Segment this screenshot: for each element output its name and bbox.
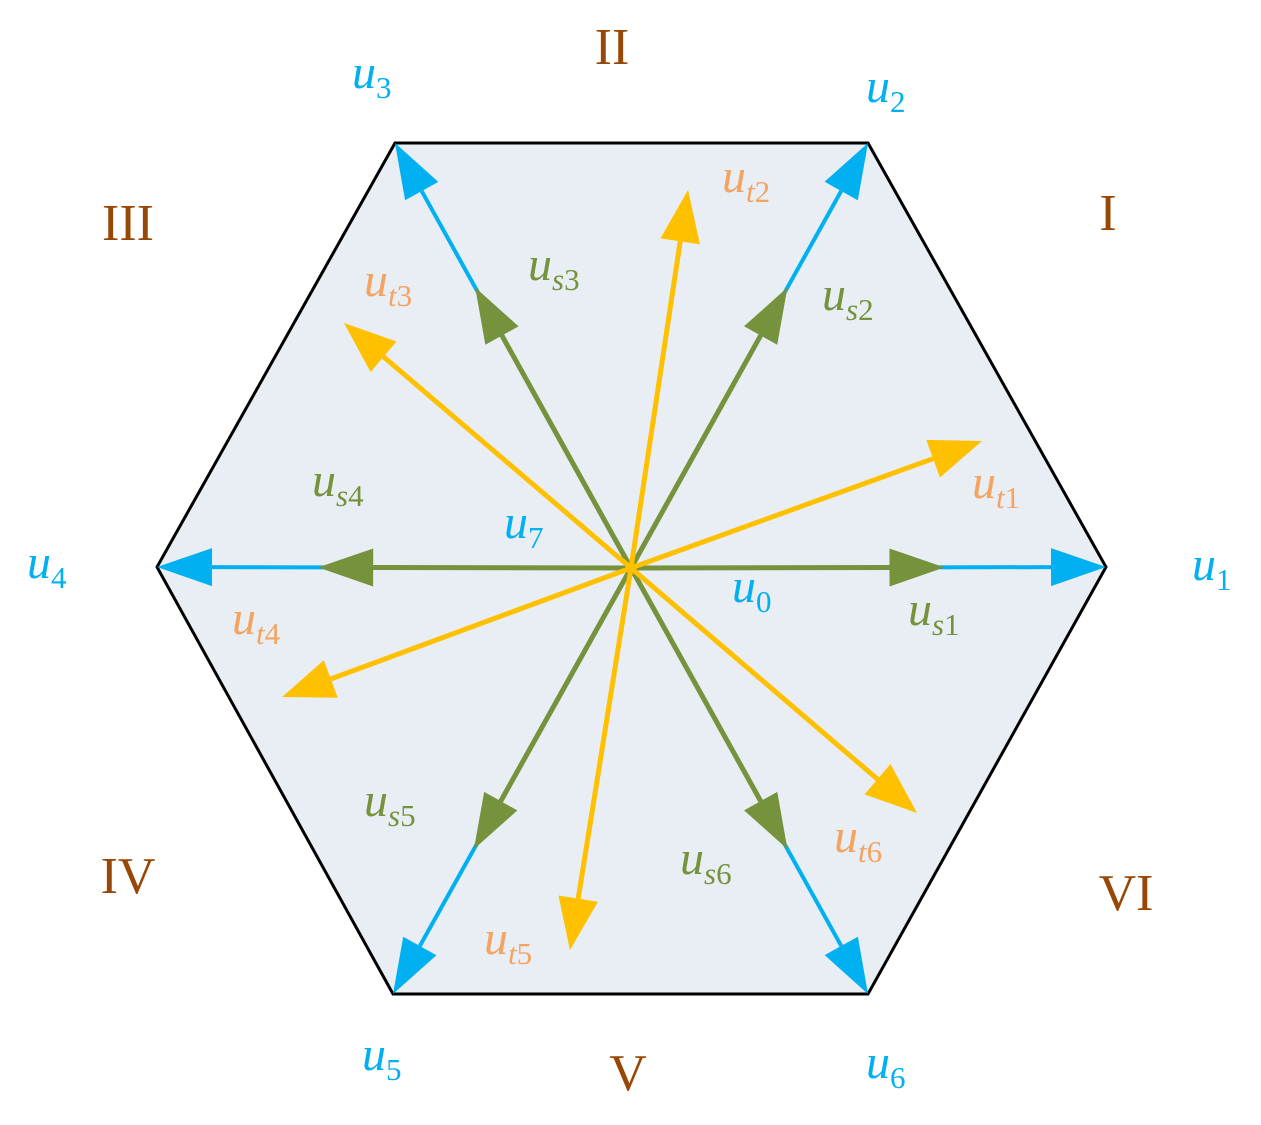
label-u7: u7 xyxy=(504,496,544,555)
label-ut5: ut5 xyxy=(484,912,532,971)
synth-vector-us2 xyxy=(628,287,788,570)
target-vector-ut1-shaft xyxy=(630,456,934,571)
target-vector-ut6-shaft xyxy=(629,566,880,782)
label-u5: u5 xyxy=(362,1028,402,1087)
basic-vector-u2-head xyxy=(824,143,868,201)
synth-vector-us4 xyxy=(318,548,632,587)
sector-label-6: VI xyxy=(1099,865,1154,922)
label-ut2: ut2 xyxy=(722,150,770,209)
target-vector-ut2-shaft xyxy=(628,241,683,569)
basic-vector-u4-head xyxy=(157,548,213,587)
basic-vector-u6-head xyxy=(824,936,868,994)
target-vector-ut3-shaft xyxy=(381,354,633,570)
label-u4: u4 xyxy=(27,536,67,595)
target-vector-ut2 xyxy=(628,190,701,569)
target-vector-ut3 xyxy=(344,323,633,570)
target-vectors-group xyxy=(282,190,982,950)
label-us1: us1 xyxy=(908,583,960,642)
synth-vector-us2-head xyxy=(744,287,788,345)
synth-vector-us1-shaft xyxy=(630,564,890,571)
synth-vector-us2-shaft xyxy=(628,334,763,570)
synth-vector-us5 xyxy=(473,566,634,850)
sector-label-3: III xyxy=(102,195,154,252)
synth-vector-us5-shaft xyxy=(498,566,634,803)
target-vector-ut5-head xyxy=(558,895,598,950)
target-vector-ut3-head xyxy=(344,323,397,372)
synth-vector-us6 xyxy=(628,566,788,850)
label-us4: us4 xyxy=(312,454,364,513)
label-ut4: ut4 xyxy=(232,592,281,651)
label-us2: us2 xyxy=(822,268,874,327)
label-u3: u3 xyxy=(352,46,392,105)
synth-vector-us4-head xyxy=(318,548,374,587)
target-vector-ut1-head xyxy=(926,439,982,478)
label-ut1: ut1 xyxy=(972,456,1020,515)
target-vector-ut4 xyxy=(282,565,632,698)
sector-label-1: I xyxy=(1099,185,1116,242)
label-us3: us3 xyxy=(528,238,580,297)
target-vector-ut5 xyxy=(558,567,634,950)
basic-vector-u1-head xyxy=(1050,548,1106,587)
target-vector-ut2-head xyxy=(660,190,701,245)
synth-vector-us3 xyxy=(475,287,634,570)
label-us6: us6 xyxy=(680,832,732,891)
synth-vector-us1-head xyxy=(889,548,945,587)
synth-vector-us1 xyxy=(630,548,945,587)
label-ut6: ut6 xyxy=(834,810,882,869)
label-ut3: ut3 xyxy=(364,254,412,313)
sector-label-5: V xyxy=(609,1045,647,1102)
label-u0: u0 xyxy=(732,560,772,619)
target-vector-ut5-shaft xyxy=(575,567,634,900)
synth-vector-us6-shaft xyxy=(628,566,763,803)
sector-label-4: IV xyxy=(101,848,156,905)
label-us5: us5 xyxy=(364,774,416,833)
synth-vector-us3-head xyxy=(475,287,519,345)
synth-vector-us4-shaft xyxy=(373,564,632,571)
basic-vector-u3-head xyxy=(395,143,439,201)
target-vector-ut4-shaft xyxy=(329,565,632,682)
label-u1: u1 xyxy=(1192,538,1232,597)
label-u2: u2 xyxy=(866,60,906,119)
synth-vector-us5-head xyxy=(473,791,518,850)
target-vector-ut6-head xyxy=(864,763,917,813)
sector-label-2: II xyxy=(595,19,630,76)
target-vector-ut4-head xyxy=(282,660,338,698)
target-vector-ut6 xyxy=(629,566,917,813)
target-vector-ut1 xyxy=(630,439,982,571)
label-u6: u6 xyxy=(866,1036,906,1095)
synth-vector-us3-shaft xyxy=(499,334,634,570)
synthesized-vectors-group xyxy=(318,287,945,850)
synth-vector-us6-head xyxy=(744,791,788,850)
basic-vector-u5-head xyxy=(393,936,437,994)
